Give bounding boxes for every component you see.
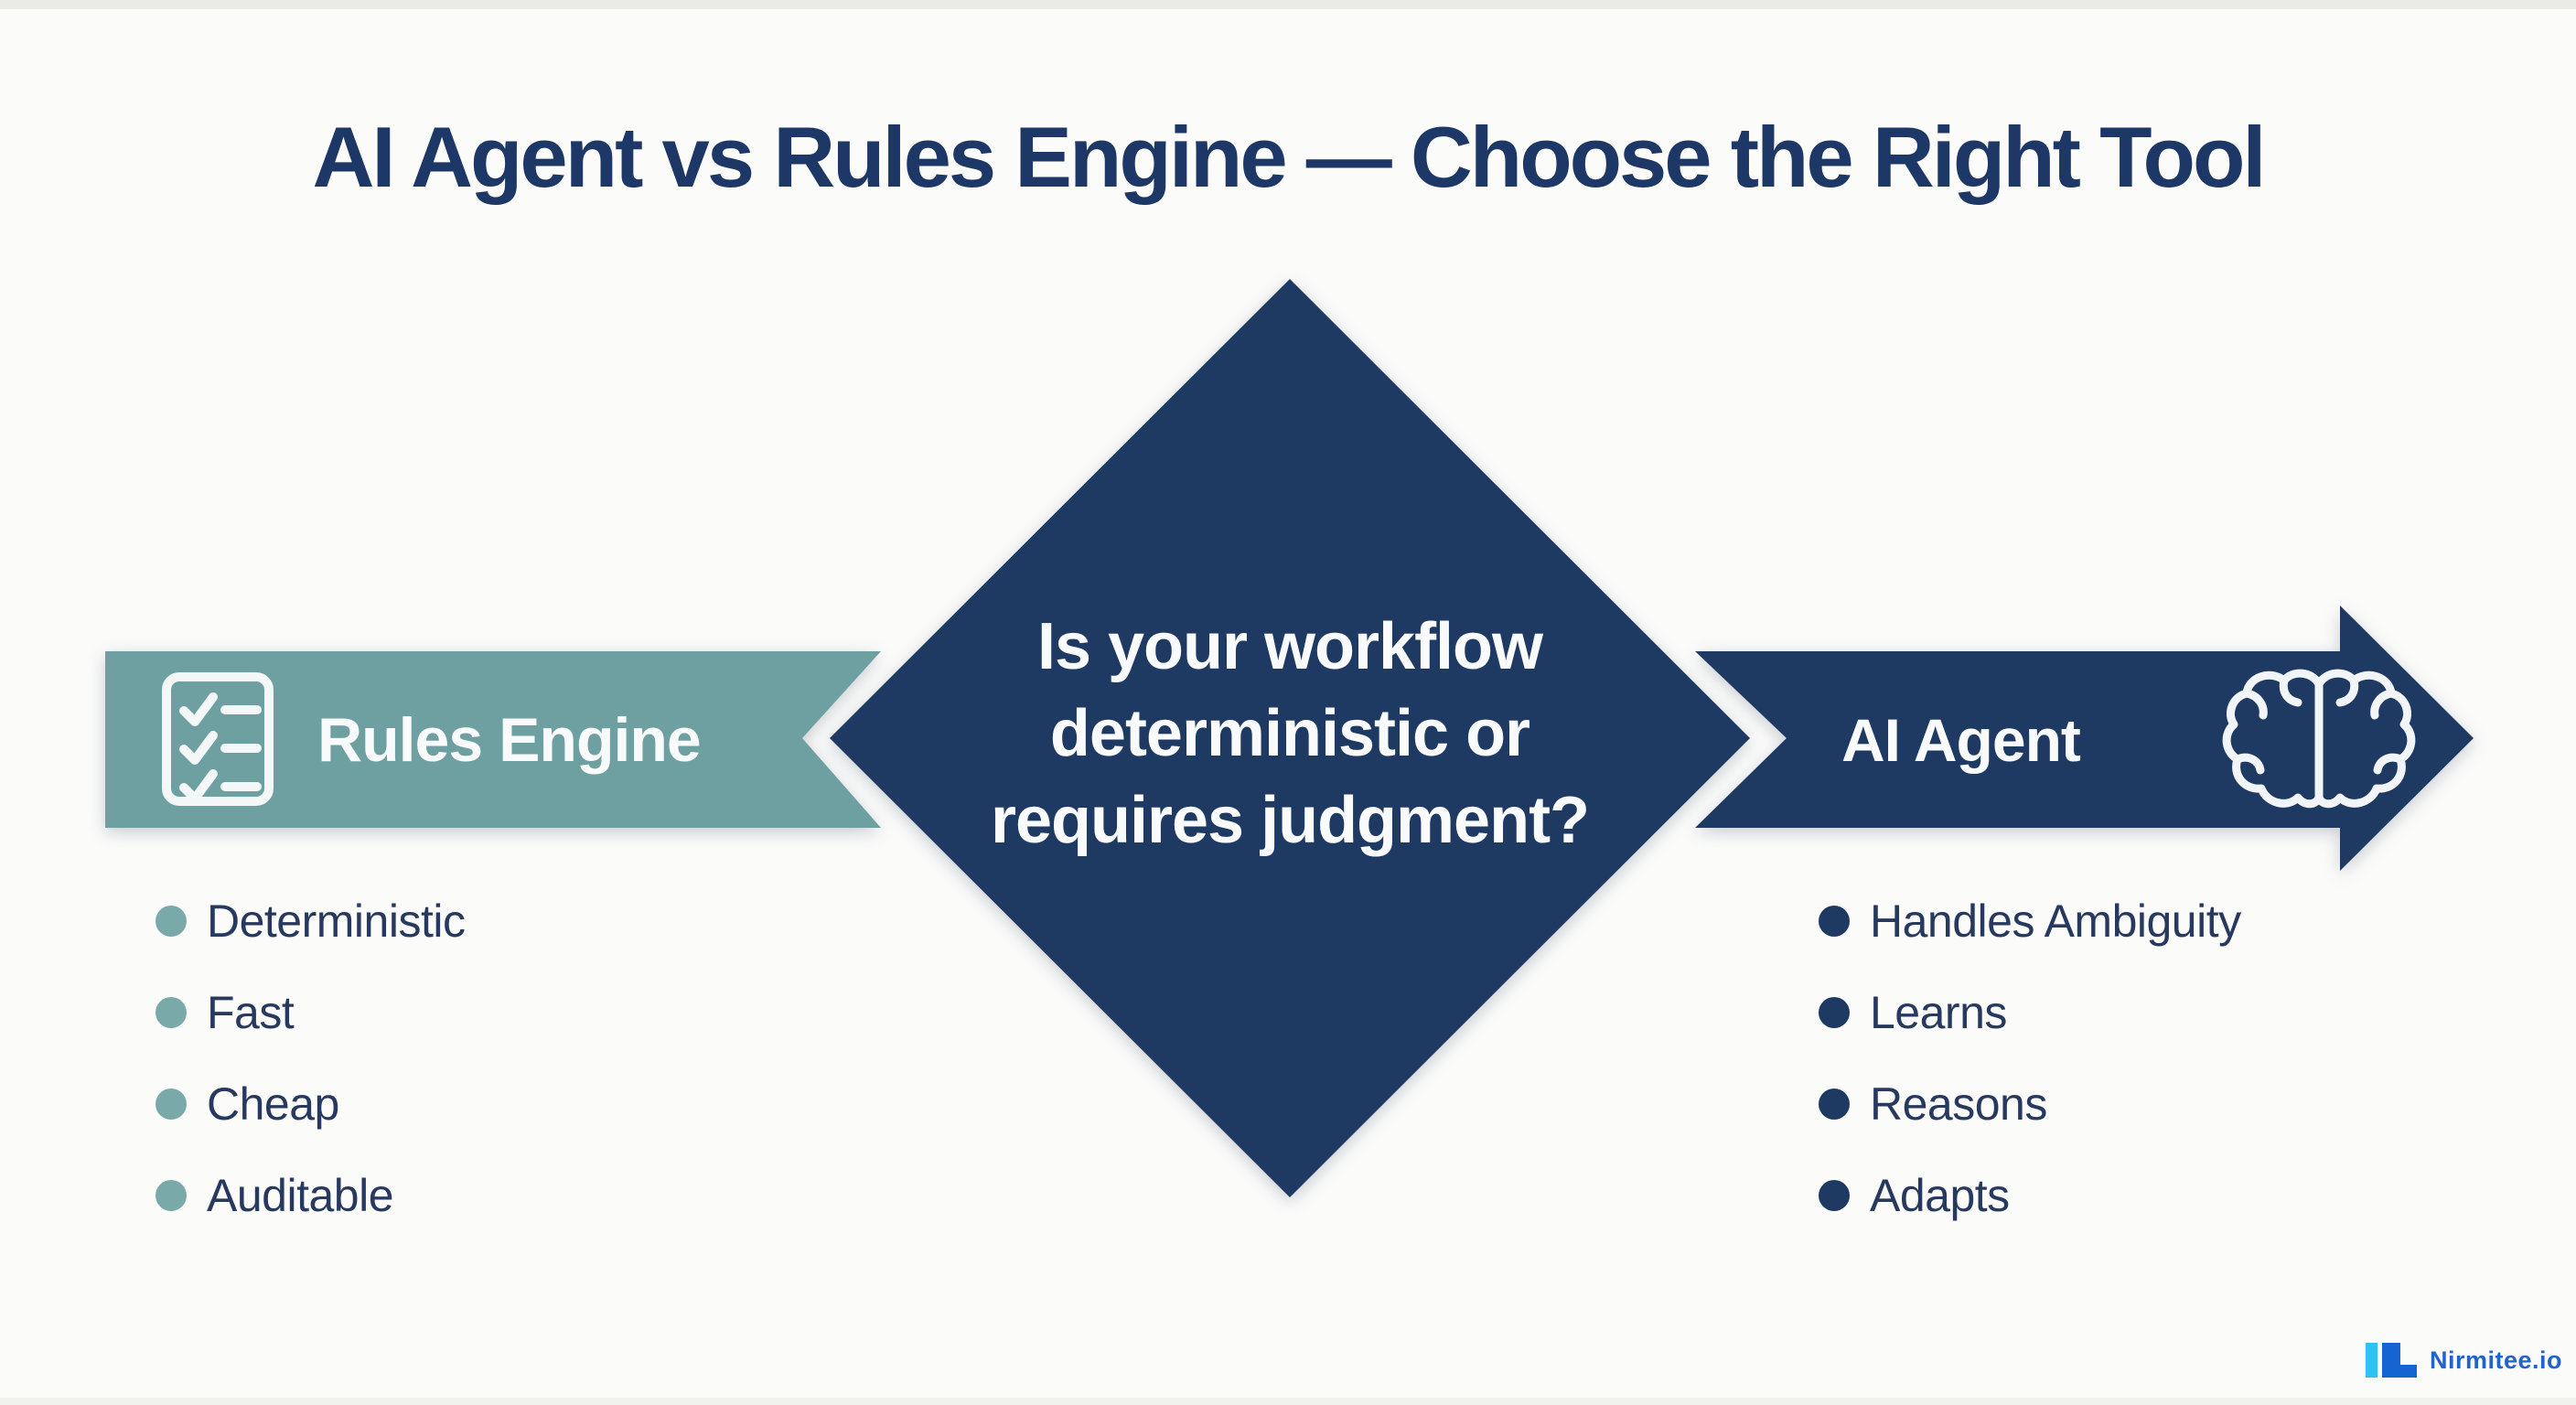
list-item: Fast <box>156 967 465 1058</box>
list-item: Deterministic <box>156 875 466 967</box>
list-item: Reasons <box>1819 1058 2241 1150</box>
decision-question-line: Is your workflow <box>1036 610 1543 683</box>
bullet-dot <box>156 906 187 937</box>
rules-engine-label: Rules Engine <box>317 704 702 775</box>
ai-agent-label: AI Agent <box>1841 705 2081 774</box>
decision-question-line: requires judgment? <box>990 784 1590 857</box>
bullet-dot <box>1819 997 1850 1028</box>
brand-logo: Nirmitee.io <box>2366 1337 2562 1383</box>
brand-name: Nirmitee.io <box>2430 1346 2563 1374</box>
ai-agent-arrow-banner <box>1695 606 2474 871</box>
bottom-edge-strip <box>0 1398 2576 1405</box>
bullet-dot <box>1819 1180 1850 1211</box>
brain-icon <box>2222 669 2416 809</box>
list-item: Auditable <box>156 1150 465 1241</box>
top-edge-strip <box>0 0 2576 9</box>
list-item-label: Reasons <box>1870 1078 2047 1130</box>
checklist-icon <box>162 672 274 806</box>
decision-question: Is your workflow deterministic or requir… <box>961 604 1619 864</box>
bullet-dot <box>1819 906 1850 937</box>
rules-engine-feature-list: Deterministic Fast Cheap Auditable <box>156 875 466 1241</box>
list-item-label: Fast <box>207 987 295 1038</box>
list-item: Cheap <box>156 1058 465 1150</box>
list-item: Handles Ambiguity <box>1819 875 2241 967</box>
list-item-label: Auditable <box>207 1170 394 1221</box>
bullet-dot <box>156 997 187 1028</box>
bullet-dot <box>1819 1089 1850 1120</box>
logo-cyan-bar <box>2366 1343 2377 1378</box>
ai-agent-feature-list: Handles Ambiguity Learns Reasons Adapts <box>1819 875 2241 1241</box>
page-title: AI Agent vs Rules Engine — Choose the Ri… <box>312 109 2267 205</box>
list-item-label: Learns <box>1870 987 2007 1038</box>
logo-blue-bar <box>2382 1343 2400 1378</box>
list-item: Learns <box>1819 967 2241 1058</box>
list-item-label: Adapts <box>1870 1170 2010 1221</box>
list-item-label: Handles Ambiguity <box>1870 896 2241 947</box>
list-item: Adapts <box>1819 1150 2241 1241</box>
bullet-dot <box>156 1089 187 1120</box>
rules-engine-banner <box>105 651 881 828</box>
logo-blue-foot <box>2400 1365 2417 1378</box>
decision-question-line: deterministic or <box>1049 697 1530 770</box>
list-item-label: Cheap <box>207 1078 339 1130</box>
decision-diamond <box>830 279 1750 1197</box>
bullet-dot <box>156 1180 187 1211</box>
list-item-label: Deterministic <box>207 896 466 947</box>
brand-logo-icon <box>2366 1342 2417 1378</box>
